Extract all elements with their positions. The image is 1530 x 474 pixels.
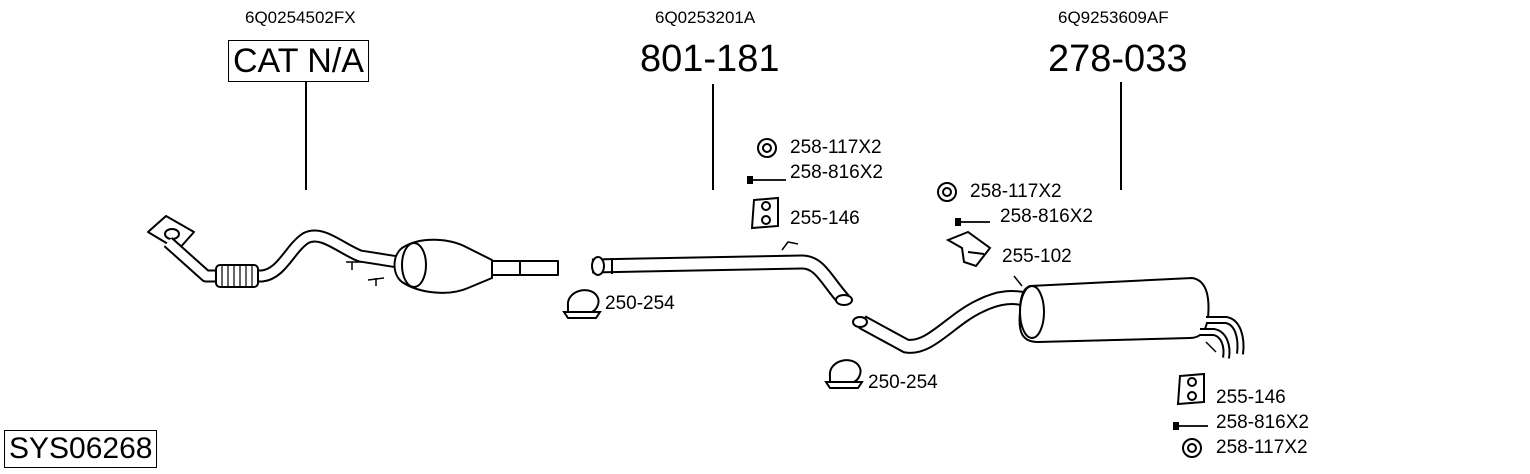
part-number-cat: CAT N/A	[228, 40, 369, 82]
converter-outlet	[491, 260, 559, 276]
hanger-1-label: 255-146	[790, 208, 860, 229]
ring-3-icon	[1182, 438, 1202, 458]
part-number-rear-box: 278-033	[1048, 38, 1188, 80]
intermediate-pipe-assembly	[591, 241, 853, 306]
flex-joint	[215, 264, 259, 288]
oem-label-front-pipe: 6Q0253201A	[655, 8, 756, 27]
bracket-1-label: 255-102	[1002, 246, 1072, 267]
bolt-2-icon	[955, 218, 990, 226]
hanger-2-icon	[1176, 372, 1205, 406]
bolt-1-icon	[747, 176, 786, 184]
oem-label-cat: 6Q0254502FX	[245, 8, 356, 27]
system-code: SYS06268	[4, 430, 158, 468]
ring-1-icon	[757, 138, 777, 158]
hanger-2-label: 255-146	[1216, 387, 1286, 408]
hanger-1-icon	[750, 196, 779, 230]
clamp-1-icon	[562, 289, 602, 319]
catalytic-converter-assembly	[147, 215, 559, 294]
silencer-box	[1018, 276, 1210, 344]
bolt-3-label: 258-816X2	[1216, 412, 1309, 433]
clamp-1-label: 250-254	[605, 293, 675, 314]
ring-3-label: 258-117X2	[1216, 437, 1308, 458]
bolt-2-label: 258-816X2	[1000, 206, 1093, 227]
part-number-front-pipe: 801-181	[640, 38, 780, 80]
bracket-1-icon	[945, 230, 992, 268]
rear-silencer-assembly	[852, 275, 1245, 359]
oem-label-rear-box: 6Q9253609AF	[1058, 8, 1169, 27]
clamp-2-icon	[824, 359, 864, 389]
ring-1-label: 258-117X2	[790, 137, 882, 158]
clamp-2-label: 250-254	[868, 372, 938, 393]
bolt-3-icon	[1173, 422, 1208, 430]
bolt-1-label: 258-816X2	[790, 162, 883, 183]
ring-2-label: 258-117X2	[970, 181, 1062, 202]
pipe-inlet-end	[591, 256, 605, 276]
ring-2-icon	[937, 182, 957, 202]
